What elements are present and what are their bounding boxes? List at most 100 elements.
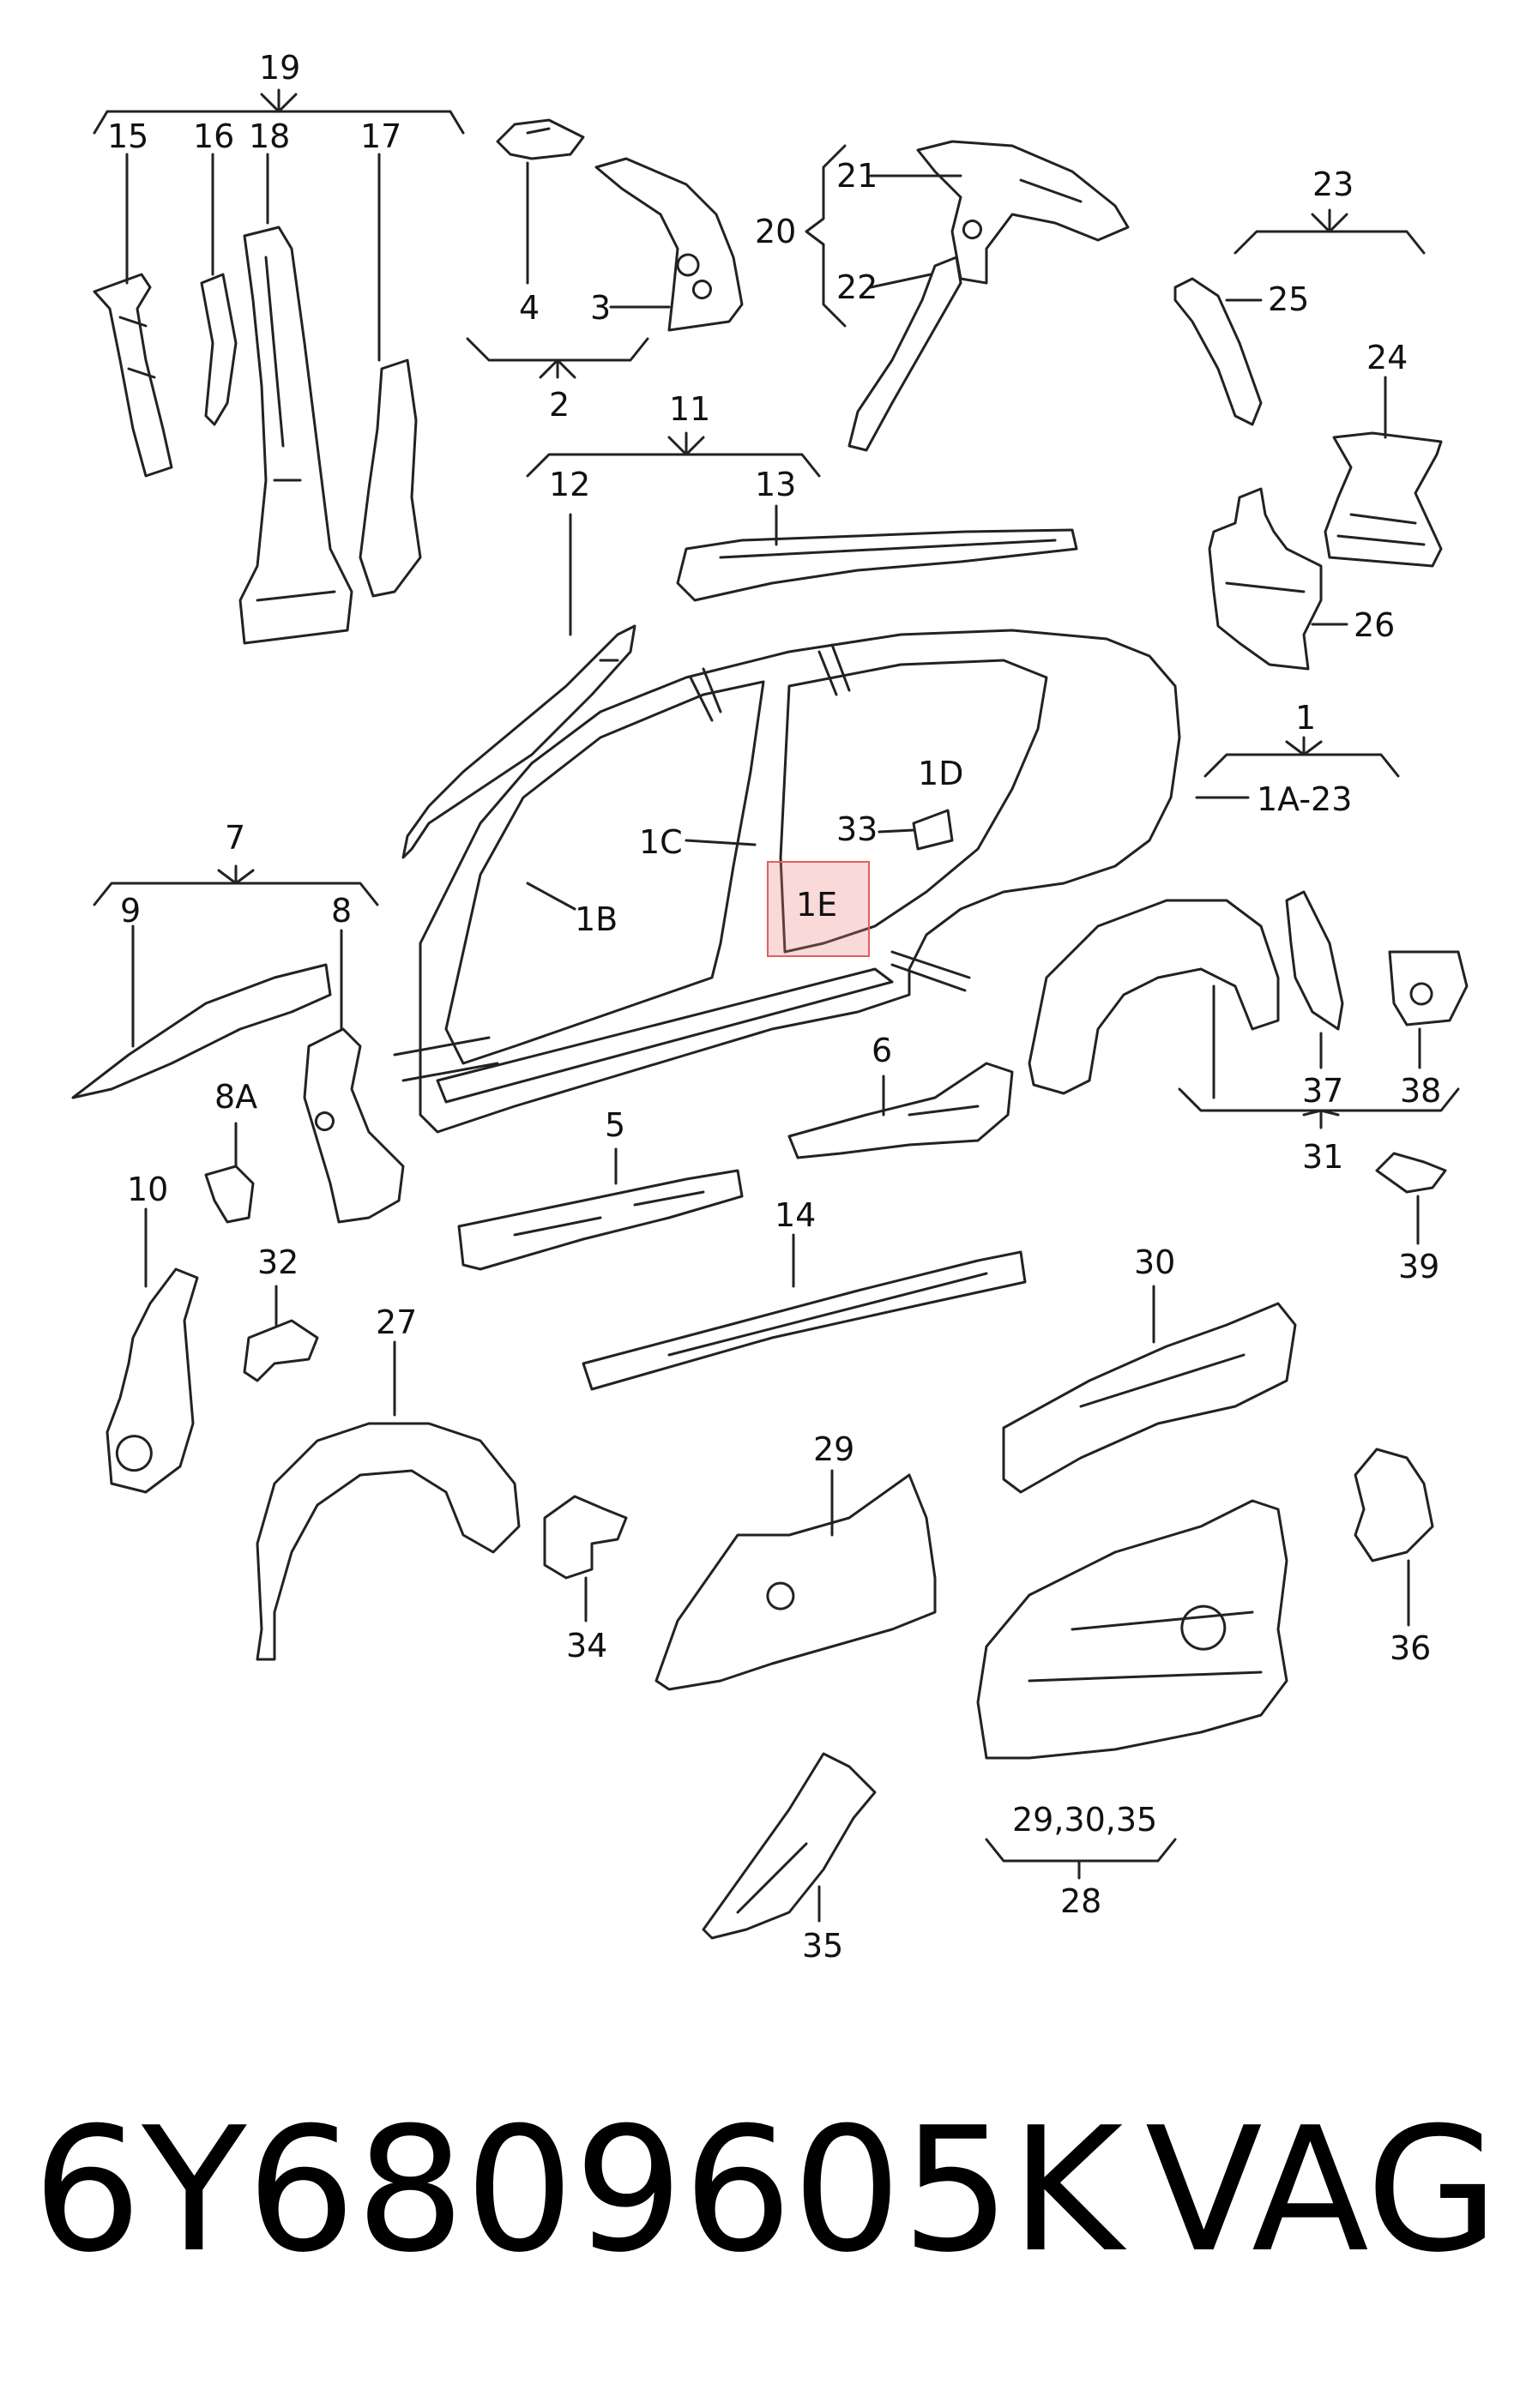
part-21-shape [916, 140, 1130, 285]
part-16-shape [200, 273, 238, 426]
part-32-shape [243, 1319, 319, 1382]
label-37: 37 [1302, 1072, 1343, 1110]
leader-33 [878, 828, 915, 834]
label-1A-23: 1A-23 [1257, 780, 1352, 818]
label-8: 8 [331, 892, 352, 930]
label-14: 14 [775, 1196, 816, 1234]
label-6: 6 [872, 1032, 892, 1069]
label-15: 15 [107, 117, 148, 155]
label-11: 11 [669, 390, 710, 428]
part-33-shape [912, 809, 954, 851]
part-26-shape [1208, 487, 1323, 671]
part-1-window-c-pillar [779, 659, 1048, 954]
part-28-shape [976, 1499, 1288, 1760]
brand-label: VAG [1145, 2091, 1499, 2291]
part-8A-shape [204, 1165, 255, 1224]
label-34: 34 [566, 1627, 607, 1665]
label-38: 38 [1400, 1072, 1441, 1110]
label-24: 24 [1366, 339, 1408, 376]
label-7: 7 [225, 819, 245, 857]
label-3: 3 [590, 289, 611, 327]
label-1: 1 [1295, 699, 1316, 737]
part-1-cut-marks [689, 643, 971, 992]
part-27-shape [256, 1422, 521, 1661]
part-1-side-panel [419, 629, 1181, 1134]
part-35-shape [702, 1752, 877, 1940]
part-34-shape [543, 1495, 628, 1580]
label-16: 16 [193, 117, 234, 155]
part-6-shape [787, 1062, 1014, 1159]
part-number: 6Y6809605K [33, 2091, 1124, 2291]
label-21: 21 [836, 157, 878, 195]
leaders-21-22 [869, 174, 962, 289]
label-35: 35 [802, 1927, 843, 1965]
part-3-shape [594, 157, 744, 332]
label-18: 18 [249, 117, 290, 155]
part-12-shape [401, 624, 636, 859]
part-37-shape [1285, 890, 1344, 1031]
group-7-bracket [93, 864, 379, 906]
label-27: 27 [376, 1303, 417, 1341]
group-19-bracket [93, 88, 465, 135]
leaders-1 [526, 796, 1250, 911]
label-5: 5 [605, 1106, 625, 1144]
group-1-bracket [1203, 736, 1400, 778]
group-28-bracket [985, 1838, 1177, 1880]
label-39: 39 [1398, 1248, 1439, 1285]
label-10: 10 [127, 1171, 168, 1208]
label-4: 4 [519, 289, 540, 327]
part-24-shape [1324, 431, 1443, 568]
part-8-shape [303, 1027, 405, 1224]
label-31: 31 [1302, 1138, 1343, 1176]
label-36: 36 [1390, 1629, 1431, 1667]
group-23-bracket [1234, 208, 1426, 255]
part-18-shape [238, 226, 353, 645]
label-29: 29 [813, 1430, 854, 1468]
label-19: 19 [259, 49, 300, 87]
part-1-window-b-pillar [444, 680, 765, 1065]
part-9-shape [71, 963, 332, 1099]
part-39-shape [1375, 1152, 1447, 1194]
label-9: 9 [120, 892, 141, 930]
part-22-shape [847, 256, 962, 452]
label-12: 12 [549, 466, 590, 503]
label-2: 2 [549, 386, 570, 424]
label-17: 17 [360, 117, 401, 155]
group-31-bracket [1178, 1087, 1460, 1129]
part-15-shape [93, 273, 173, 478]
label-26: 26 [1354, 606, 1395, 644]
label-22: 22 [836, 268, 878, 306]
label-28: 28 [1060, 1882, 1101, 1920]
label-1D: 1D [918, 755, 963, 792]
group-11-bracket [526, 431, 821, 478]
part-30-shape [1002, 1302, 1297, 1494]
part-10-shape [106, 1267, 199, 1494]
group-20-bracket [805, 144, 847, 328]
part-25-shape [1173, 277, 1263, 426]
label-13: 13 [755, 466, 796, 503]
part-17-shape [359, 358, 422, 598]
label-29-30-35: 29,30,35 [1012, 1801, 1157, 1839]
group-2-bracket [466, 337, 649, 379]
parts-diagram: 19 15 16 18 17 4 3 2 21 20 22 23 25 24 2… [71, 49, 1469, 1965]
label-20: 20 [755, 213, 796, 250]
label-30: 30 [1134, 1243, 1175, 1281]
part-14-shape [582, 1250, 1027, 1391]
label-32: 32 [257, 1243, 299, 1281]
label-1B: 1B [575, 900, 618, 938]
part-31-wheel-arch [1028, 899, 1280, 1095]
label-1C: 1C [639, 823, 683, 861]
part-38-shape [1388, 950, 1469, 1026]
label-1E: 1E [796, 886, 837, 924]
leaders-4-3 [526, 161, 671, 309]
part-29-shape [654, 1473, 937, 1691]
label-25: 25 [1268, 280, 1309, 318]
label-33: 33 [836, 810, 878, 848]
leaders-31 [1212, 984, 1421, 1099]
part-36-shape [1354, 1448, 1434, 1562]
part-1-sill [393, 967, 894, 1104]
highlight-box-1E [767, 861, 870, 957]
label-8A: 8A [214, 1078, 257, 1116]
label-23: 23 [1312, 166, 1354, 203]
leader-lines-19 [125, 153, 381, 362]
